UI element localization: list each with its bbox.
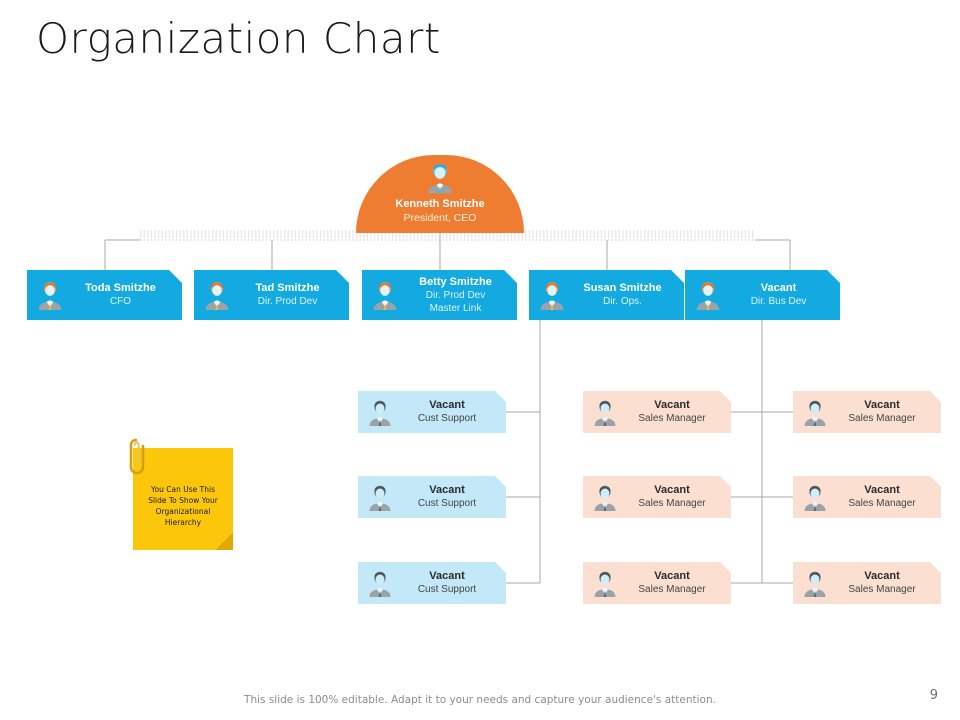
sticky-note[interactable] [133,448,233,550]
avatar-icon [591,396,619,428]
avatar-icon [366,481,394,513]
avatar-icon [801,396,829,428]
node-role: Dir. Prod Dev [257,296,318,307]
avatar-icon [366,396,394,428]
node-name: Vacant [864,484,900,496]
avatar-icon [591,567,619,599]
node-name: Vacant [654,399,690,411]
node-role: Dir. Ops. [603,296,642,307]
node-ceo-name: Kenneth Smitzhe [395,198,485,210]
node-role: Dir. Bus Dev [750,296,807,307]
node-ceo[interactable]: Kenneth Smitzhe President, CEO [356,155,524,233]
node-role: Dir. Prod Dev Master Link [425,289,486,314]
avatar-icon [591,481,619,513]
node-sales-manager-m1[interactable]: Vacant Sales Manager [583,391,731,433]
sticky-note-text: You Can Use This Slide To Show Your Orga… [133,484,233,528]
node-role: Sales Manager [638,584,706,595]
node-name: Vacant [760,282,797,294]
node-role: Sales Manager [638,498,706,509]
node-name: Vacant [429,570,465,582]
node-cust-support-2[interactable]: Vacant Cust Support [358,476,506,518]
page-title: Organization Chart [36,14,441,63]
node-name: Vacant [654,484,690,496]
node-name: Vacant [864,570,900,582]
sticky-line-4: Hierarchy [164,518,202,527]
node-cust-support-1[interactable]: Vacant Cust Support [358,391,506,433]
node-role: Cust Support [417,498,477,509]
sticky-line-2: Slide To Show Your [148,496,218,505]
node-dir-bus-dev[interactable]: Vacant Dir. Bus Dev [685,270,840,320]
page-number: 9 [929,688,938,703]
node-name: Vacant [429,399,465,411]
avatar-icon [370,278,400,312]
node-role: Cust Support [417,584,477,595]
avatar-icon [202,278,232,312]
node-sales-manager-r1[interactable]: Vacant Sales Manager [793,391,941,433]
node-name: Vacant [864,399,900,411]
avatar-icon [366,567,394,599]
node-cust-support-3[interactable]: Vacant Cust Support [358,562,506,604]
node-sales-manager-m2[interactable]: Vacant Sales Manager [583,476,731,518]
node-name: Susan Smitzhe [583,282,662,294]
node-dir-prod-dev-tad[interactable]: Tad Smitzhe Dir. Prod Dev [194,270,349,320]
node-name: Vacant [654,570,690,582]
node-cfo[interactable]: Toda Smitzhe CFO [27,270,182,320]
node-sales-manager-r3[interactable]: Vacant Sales Manager [793,562,941,604]
avatar-icon [801,567,829,599]
avatar-icon [428,163,452,194]
node-name: Tad Smitzhe [255,282,320,294]
sticky-line-3: Organizational [155,507,211,516]
node-role: Sales Manager [848,498,916,509]
node-role: Cust Support [417,413,477,424]
node-name: Betty Smitzhe [419,275,492,288]
node-name: Vacant [429,484,465,496]
node-role: Sales Manager [848,413,916,424]
node-sales-manager-r2[interactable]: Vacant Sales Manager [793,476,941,518]
avatar-icon [35,278,65,312]
node-ceo-role: President, CEO [403,212,477,224]
node-role: CFO [109,296,132,307]
node-role: Sales Manager [638,413,706,424]
avatar-icon [537,278,567,312]
avatar-icon [693,278,723,312]
node-sales-manager-m3[interactable]: Vacant Sales Manager [583,562,731,604]
node-role: Sales Manager [848,584,916,595]
paperclip-icon [129,438,145,475]
sticky-line-1: You Can Use This [150,485,215,494]
avatar-icon [801,481,829,513]
node-dir-prod-dev-betty[interactable]: Betty Smitzhe Dir. Prod Dev Master Link [362,270,517,320]
node-dir-ops[interactable]: Susan Smitzhe Dir. Ops. [529,270,684,320]
footer-note: This slide is 100% editable. Adapt it to… [244,694,716,706]
node-name: Toda Smitzhe [85,282,156,294]
